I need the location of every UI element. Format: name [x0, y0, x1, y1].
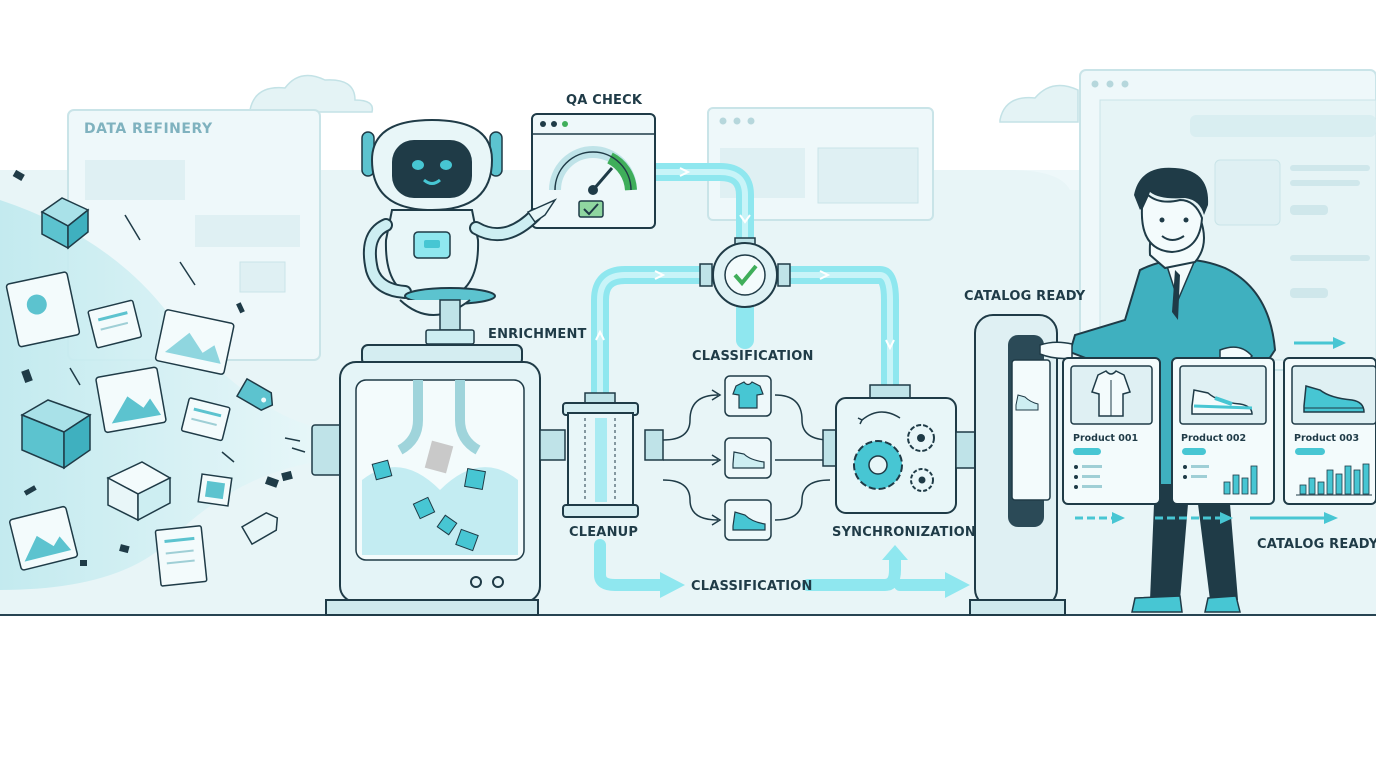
check-icon: [733, 264, 758, 287]
document-icon: [154, 525, 208, 587]
catalog-ready-top-label: CATALOG READY: [964, 289, 1086, 304]
running-shoe-icon: [1303, 385, 1365, 413]
classification-bottom-label: CLASSIFICATION: [691, 579, 813, 594]
shirt-icon: [1091, 370, 1131, 417]
product-card: Product 001: [1062, 357, 1161, 505]
qa-check-label: QA CHECK: [566, 93, 643, 108]
flow-chevrons: [595, 167, 895, 351]
image-card-icon: [9, 505, 79, 571]
document-icon: [87, 299, 142, 349]
cube-icon: [106, 461, 172, 522]
pointing-hand-icon: [526, 198, 558, 224]
raw-data-stream: [0, 169, 330, 590]
image-card-icon: [95, 366, 167, 434]
output-arrows: [1075, 337, 1346, 524]
page-title: DATA REFINERY: [84, 121, 213, 137]
product-card: Product 003: [1283, 357, 1376, 505]
sneaker-icon: [724, 437, 772, 479]
enrichment-label: ENRICHMENT: [488, 327, 587, 342]
gear-icon: [853, 440, 903, 490]
cube-icon: [40, 197, 90, 250]
mini-bar-chart: [1299, 463, 1370, 495]
cube-icon: [20, 399, 92, 470]
product-name: Product 001: [1073, 433, 1138, 444]
cleanup-filter: [562, 392, 664, 518]
classification-branches: [662, 389, 831, 526]
mini-bar-chart: [1223, 465, 1258, 495]
cleanup-label: CLEANUP: [569, 525, 638, 540]
product-card: Product 002: [1171, 357, 1275, 505]
catalog-ready-bottom-label: CATALOG READY: [1257, 537, 1376, 552]
document-icon: [180, 397, 231, 442]
photo-stack-icon: [197, 473, 233, 507]
price-tag-icon: [240, 511, 279, 546]
image-card-icon: [5, 271, 81, 348]
classification-top-label: CLASSIFICATION: [692, 349, 814, 364]
product-name: Product 003: [1294, 433, 1359, 444]
gear-icon: [907, 424, 935, 452]
pipe-arrowheads: [660, 545, 970, 598]
validation-valve: [699, 237, 791, 308]
gear-icon: [910, 468, 934, 492]
robot-character: [361, 118, 558, 345]
synchronization-label: SYNCHRONIZATION: [832, 525, 976, 540]
sneaker-icon: [1191, 389, 1253, 415]
product-name: Product 002: [1181, 433, 1246, 444]
catalog-output-machine: [969, 314, 1066, 616]
image-card-icon: [154, 309, 235, 375]
qa-check-window: [531, 113, 656, 229]
enrichment-tank: [311, 344, 566, 616]
shoe-icon: [724, 499, 772, 541]
tshirt-icon: [724, 375, 772, 417]
synchronization-unit: [822, 384, 987, 514]
check-icon: [583, 203, 599, 216]
price-tag-icon: [235, 377, 274, 412]
